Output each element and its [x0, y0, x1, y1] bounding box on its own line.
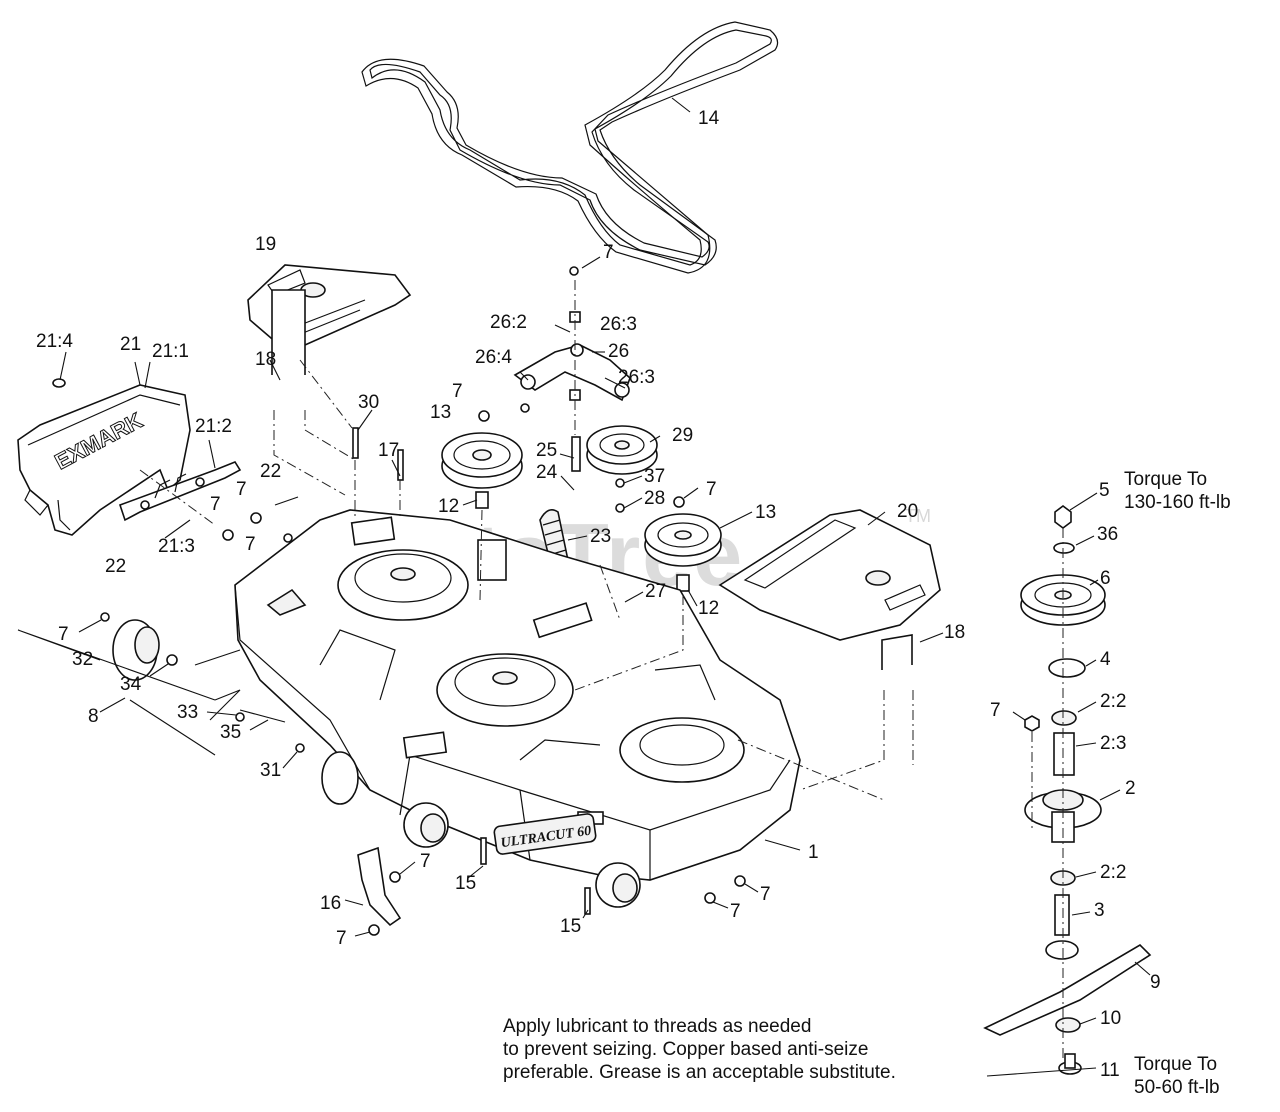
torque-note-bottom: Torque To 50-60 ft-lb [1134, 1053, 1220, 1099]
torque-top-line1: Torque To [1124, 469, 1208, 490]
callout-26: 26 [608, 341, 629, 362]
callout-2-3: 2:3 [1100, 733, 1126, 754]
callout-12: 12 [438, 496, 459, 517]
callout-2: 2 [1125, 778, 1136, 799]
cover-bracket [118, 461, 242, 522]
callout-13: 13 [430, 402, 451, 423]
callout-21-3: 21:3 [158, 536, 195, 557]
callout-27: 27 [645, 581, 666, 602]
callout-35: 35 [220, 722, 241, 743]
callout-12: 12 [698, 598, 719, 619]
callout-15: 15 [455, 873, 476, 894]
callout-37: 37 [644, 466, 665, 487]
callout-7: 7 [336, 928, 347, 949]
torque-bottom-line1: Torque To [1134, 1054, 1218, 1075]
callout-2-2: 2:2 [1100, 691, 1126, 712]
callout-10: 10 [1100, 1008, 1121, 1029]
callout-6: 6 [1100, 568, 1111, 589]
callout-22: 22 [105, 556, 126, 577]
callout-7: 7 [452, 381, 463, 402]
callout-7: 7 [990, 700, 1001, 721]
callout-26-4: 26:4 [475, 347, 512, 368]
callout-2-2: 2:2 [1100, 862, 1126, 883]
callout-20: 20 [897, 501, 918, 522]
callout-7: 7 [236, 479, 247, 500]
callout-32: 32 [72, 649, 93, 670]
caster-wheels [112, 619, 641, 908]
callout-labels: 14 19 7 26:2 26:3 26 26:4 26:3 21:4 21 2… [36, 108, 1161, 1081]
lubricant-note-line2: to prevent seizing. Copper based anti-se… [503, 1039, 869, 1060]
callout-21-1: 21:1 [152, 341, 189, 362]
torque-note-top: Torque To 130-160 ft-lb [1124, 468, 1231, 514]
lubricant-note: Apply lubricant to threads as needed to … [503, 1015, 896, 1084]
callout-18: 18 [944, 622, 965, 643]
lubricant-note-line3: preferable. Grease is an acceptable subs… [503, 1062, 896, 1083]
left-belt-cover: EXMARK [17, 384, 191, 536]
callout-28: 28 [644, 488, 665, 509]
gauge-wheel-bracket [357, 846, 402, 927]
idler-pulley-13-left [441, 432, 523, 509]
mower-deck [234, 509, 801, 881]
callout-4: 4 [1100, 649, 1111, 670]
callout-33: 33 [177, 702, 198, 723]
assembly-lines [17, 280, 1064, 1060]
callout-1: 1 [808, 842, 819, 863]
watermark-tm: TM [905, 506, 931, 526]
callout-30: 30 [358, 392, 379, 413]
callout-21: 21 [120, 334, 141, 355]
callout-8: 8 [88, 706, 99, 727]
callout-11: 11 [1100, 1060, 1120, 1081]
callout-26-3: 26:3 [618, 367, 655, 388]
callout-3: 3 [1094, 900, 1105, 921]
right-belt-cover [718, 509, 941, 641]
callout-7: 7 [760, 884, 771, 905]
callout-13: 13 [755, 502, 776, 523]
callout-7: 7 [420, 851, 431, 872]
callout-18: 18 [255, 349, 276, 370]
hardware [52, 289, 913, 936]
callout-31: 31 [260, 760, 281, 781]
callout-29: 29 [672, 425, 693, 446]
callout-7: 7 [210, 494, 221, 515]
callout-34: 34 [120, 674, 142, 695]
callout-22: 22 [260, 461, 281, 482]
lubricant-note-line1: Apply lubricant to threads as needed [503, 1016, 812, 1037]
callout-5: 5 [1099, 480, 1110, 501]
callout-15: 15 [560, 916, 581, 937]
callout-7: 7 [58, 624, 69, 645]
callout-21-4: 21:4 [36, 331, 73, 352]
callout-7: 7 [730, 901, 741, 922]
callout-14: 14 [698, 108, 720, 129]
callout-9: 9 [1150, 972, 1161, 993]
callout-25: 25 [536, 440, 557, 461]
callout-24: 24 [536, 462, 558, 483]
callout-7: 7 [245, 534, 256, 555]
leader-lines [59, 97, 1151, 1077]
idler-pulley-29 [586, 425, 658, 475]
callout-19: 19 [255, 234, 276, 255]
callout-21-2: 21:2 [195, 416, 232, 437]
callout-7: 7 [706, 479, 717, 500]
torque-top-line2: 130-160 ft-lb [1124, 492, 1231, 513]
callout-26-3: 26:3 [600, 314, 637, 335]
drive-belt [361, 21, 779, 274]
idler-pulley-13-right [644, 513, 722, 592]
callout-7: 7 [603, 242, 614, 263]
torque-bottom-line2: 50-60 ft-lb [1134, 1077, 1220, 1098]
callout-17: 17 [378, 440, 399, 461]
callout-16: 16 [320, 893, 341, 914]
callout-36: 36 [1097, 524, 1118, 545]
callout-23: 23 [590, 526, 611, 547]
callout-26-2: 26:2 [490, 312, 527, 333]
